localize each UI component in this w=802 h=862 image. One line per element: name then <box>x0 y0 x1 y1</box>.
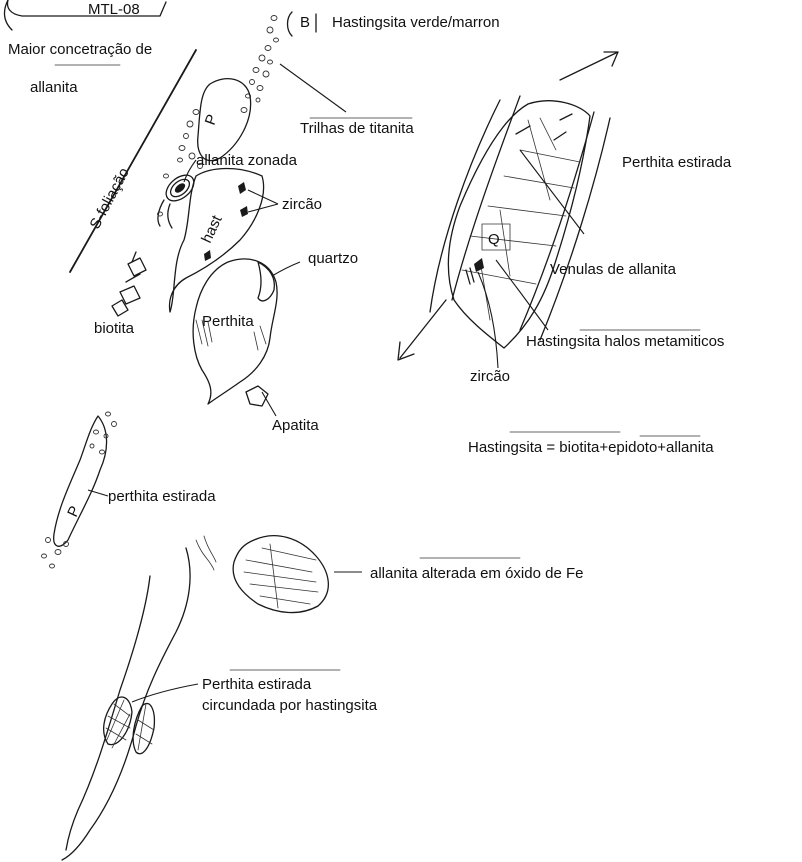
label-apatita: Apatita <box>272 417 319 434</box>
stretched-perthite-mid <box>42 412 117 568</box>
sample-id-label: MTL-08 <box>88 1 140 18</box>
label-allanita-top: allanita <box>30 79 78 96</box>
label-perthita-estirada-right: Perthita estirada <box>622 154 732 171</box>
label-hastingsita-verde: Hastingsita verde/marron <box>332 14 500 31</box>
label-sample-b: B <box>300 14 310 31</box>
stretched-perthite-bottom <box>62 536 216 860</box>
label-biotita: biotita <box>94 320 135 337</box>
label-allanita-alterada: allanita alterada em óxido de Fe <box>370 565 583 582</box>
label-p-mid: P <box>64 503 84 519</box>
label-zircao-left: zircão <box>282 196 322 213</box>
label-q: Q <box>488 231 500 248</box>
label-halos: Hastingsita halos metamiticos <box>526 333 724 350</box>
titanite-trail <box>241 16 279 113</box>
biotite-grains <box>112 252 146 316</box>
label-venulas: Venulas de allanita <box>550 261 677 278</box>
label-trilhas-titanita: Trilhas de titanita <box>300 120 414 137</box>
label-maior-concentracao: Maior concetração de <box>8 41 152 58</box>
label-perthita-estirada-mid: perthita estirada <box>108 488 216 505</box>
label-zircao-right: zircão <box>470 368 510 385</box>
label-allanita-zonada: allanita zonada <box>196 152 298 169</box>
sample-id-box: MTL-08 <box>5 0 166 30</box>
label-hast: hast <box>198 212 226 246</box>
label-equation: Hastingsita = biotita+epidoto+allanita <box>468 439 714 456</box>
s-foliation-line <box>70 50 196 272</box>
label-perthita-circundada-1: Perthita estirada <box>202 676 312 693</box>
stretched-perthite-right <box>398 52 618 360</box>
label-perthita-circundada-2: circundada por hastingsita <box>202 697 378 714</box>
upper-left-assemblage: P hast <box>158 79 264 312</box>
altered-allanite-grain <box>233 536 328 613</box>
label-s-foliacao: S-foliação <box>87 165 133 232</box>
label-p-top: P <box>202 112 221 127</box>
label-perthita: Perthita <box>202 313 254 330</box>
label-quartzo: quartzo <box>308 250 358 267</box>
perthita-grain <box>193 259 277 404</box>
